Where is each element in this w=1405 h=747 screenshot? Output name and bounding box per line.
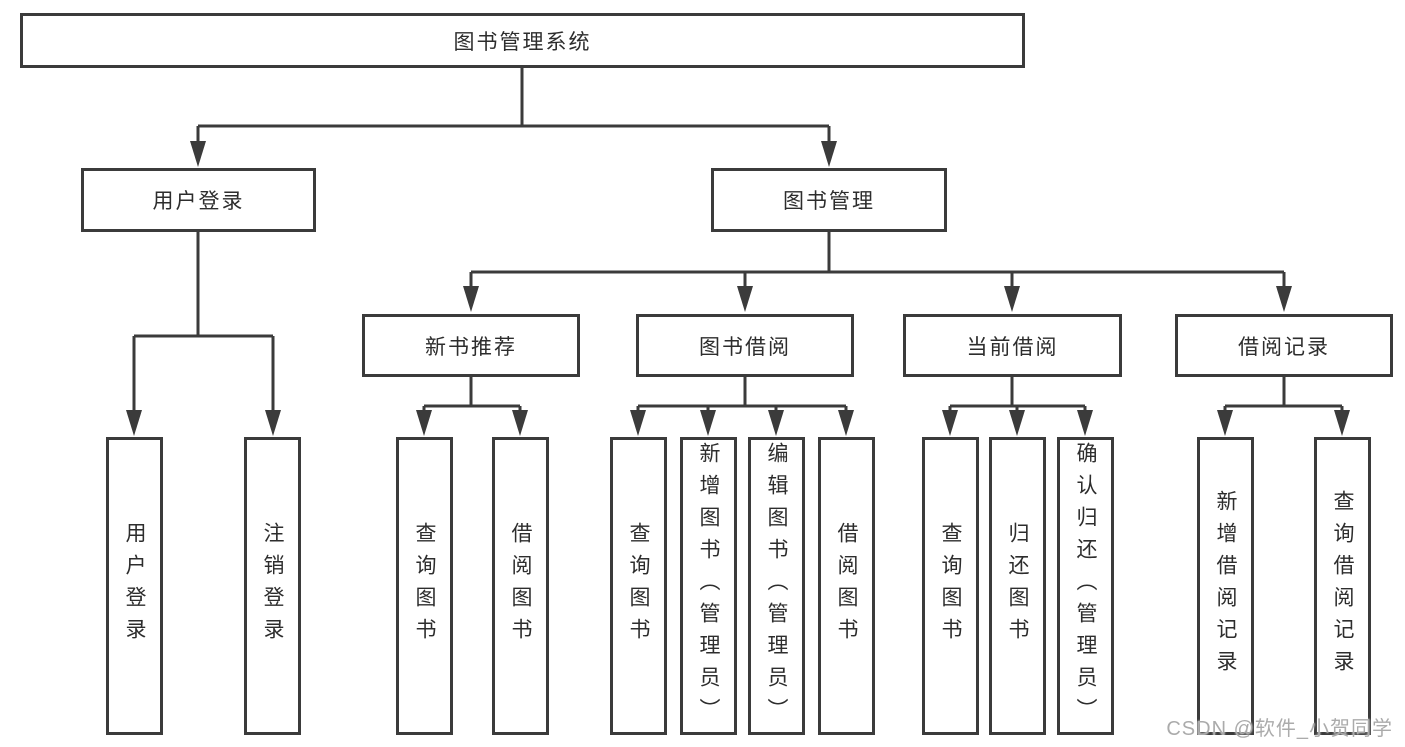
arrow-down-icon bbox=[416, 410, 432, 436]
leaf-borrow-books: 借阅图书 bbox=[818, 437, 875, 735]
leaf-label: 新增借阅记录 bbox=[1214, 490, 1237, 682]
leaf-label: 归还图书 bbox=[1006, 522, 1029, 650]
leaf-edit-book-admin: 编辑图书（管理员） bbox=[748, 437, 805, 735]
node-book-borrowing: 图书借阅 bbox=[636, 314, 854, 377]
node-borrowing-records: 借阅记录 bbox=[1175, 314, 1393, 377]
arrow-down-icon bbox=[700, 410, 716, 436]
leaf-return-book: 归还图书 bbox=[989, 437, 1046, 735]
leaf-query-borrow-record: 查询借阅记录 bbox=[1314, 437, 1371, 735]
arrow-down-icon bbox=[768, 410, 784, 436]
leaf-user-login: 用户登录 bbox=[106, 437, 163, 735]
arrow-down-icon bbox=[1009, 410, 1025, 436]
arrow-down-icon bbox=[630, 410, 646, 436]
arrow-down-icon bbox=[737, 286, 753, 312]
arrow-down-icon bbox=[1334, 410, 1350, 436]
node-book-management: 图书管理 bbox=[711, 168, 947, 232]
node-user-login: 用户登录 bbox=[81, 168, 316, 232]
arrow-down-icon bbox=[821, 141, 837, 167]
leaf-label: 确认归还（管理员） bbox=[1074, 442, 1097, 730]
node-current-borrowing: 当前借阅 bbox=[903, 314, 1122, 377]
arrow-down-icon bbox=[265, 410, 281, 436]
leaf-label: 查询图书 bbox=[627, 522, 650, 650]
leaf-label: 查询图书 bbox=[413, 522, 436, 650]
tree-edges bbox=[132, 68, 1344, 414]
leaf-label: 注销登录 bbox=[261, 522, 284, 650]
arrow-down-icon bbox=[1077, 410, 1093, 436]
leaf-label: 查询图书 bbox=[939, 522, 962, 650]
arrow-down-icon bbox=[942, 410, 958, 436]
arrow-down-icon bbox=[1004, 286, 1020, 312]
arrow-down-icon bbox=[463, 286, 479, 312]
node-new-book-recommendation: 新书推荐 bbox=[362, 314, 580, 377]
leaf-label: 借阅图书 bbox=[509, 522, 532, 650]
csdn-watermark: CSDN @软件_小贺同学 bbox=[1166, 718, 1393, 740]
arrowheads bbox=[126, 141, 1350, 436]
arrow-down-icon bbox=[838, 410, 854, 436]
leaf-label: 编辑图书（管理员） bbox=[765, 442, 788, 730]
leaf-label: 借阅图书 bbox=[835, 522, 858, 650]
leaf-add-book-admin: 新增图书（管理员） bbox=[680, 437, 737, 735]
leaf-label: 新增图书（管理员） bbox=[697, 442, 720, 730]
leaf-add-borrow-record: 新增借阅记录 bbox=[1197, 437, 1254, 735]
leaf-query-books-current: 查询图书 bbox=[922, 437, 979, 735]
arrow-down-icon bbox=[1276, 286, 1292, 312]
node-library-management-system: 图书管理系统 bbox=[20, 13, 1025, 68]
leaf-query-books-borrow: 查询图书 bbox=[610, 437, 667, 735]
leaf-label: 查询借阅记录 bbox=[1331, 490, 1354, 682]
arrow-down-icon bbox=[512, 410, 528, 436]
leaf-borrow-books-recommend: 借阅图书 bbox=[492, 437, 549, 735]
leaf-query-books-recommend: 查询图书 bbox=[396, 437, 453, 735]
arrow-down-icon bbox=[126, 410, 142, 436]
leaf-logout: 注销登录 bbox=[244, 437, 301, 735]
arrow-down-icon bbox=[190, 141, 206, 167]
arrow-down-icon bbox=[1217, 410, 1233, 436]
leaf-label: 用户登录 bbox=[123, 522, 146, 650]
leaf-confirm-return-admin: 确认归还（管理员） bbox=[1057, 437, 1114, 735]
